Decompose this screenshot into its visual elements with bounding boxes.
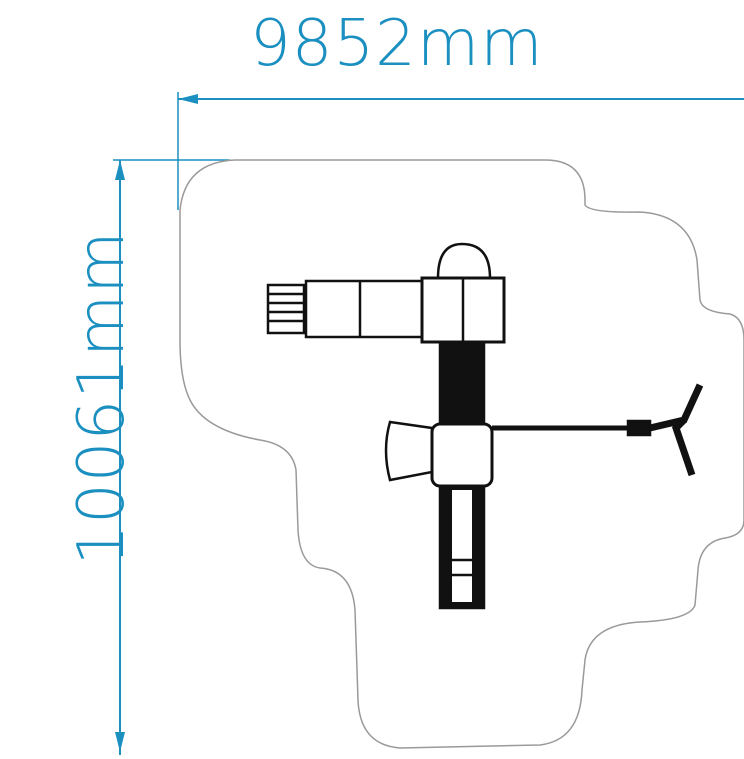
- swing-frame: [649, 383, 704, 477]
- bridge: [304, 279, 424, 339]
- safety-zone-outline: [179, 159, 744, 749]
- height-dimension: [113, 159, 230, 755]
- height-arrowhead-bottom: [115, 732, 125, 752]
- side-panel: [384, 420, 434, 482]
- walkway: [438, 340, 486, 426]
- tower-center: [430, 422, 494, 488]
- width-arrowhead: [178, 94, 198, 104]
- height-arrowhead-top: [115, 160, 125, 180]
- ladder: [266, 283, 306, 335]
- roof-dome: [436, 242, 492, 279]
- width-dimension-label: 9852mm: [250, 7, 544, 81]
- width-dimension: [177, 92, 744, 210]
- height-dimension-label: 10061mm: [65, 230, 139, 566]
- playground-equipment: [266, 242, 704, 610]
